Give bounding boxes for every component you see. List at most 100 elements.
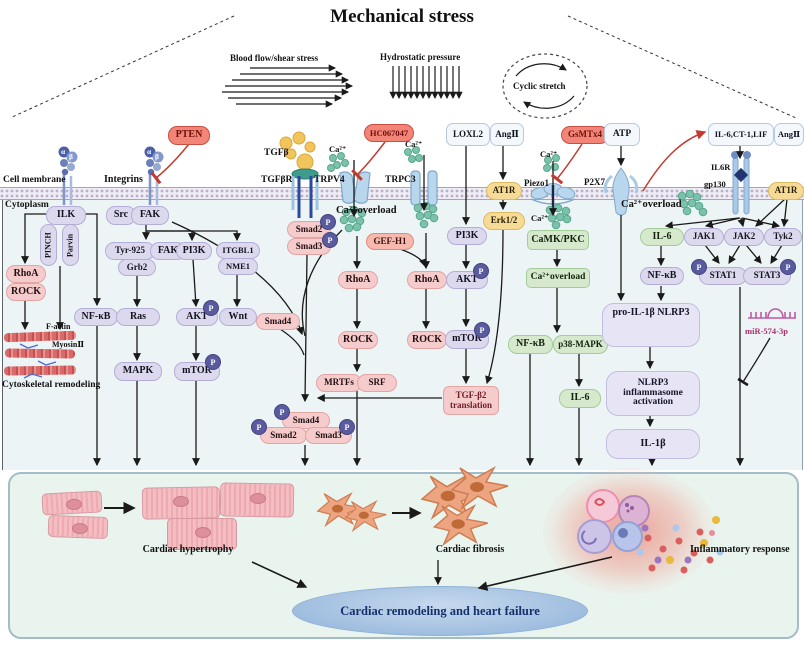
node-rhoa-trpv4: RhoA — [338, 271, 378, 289]
inflammatory-response-label: Inflammatory response — [690, 544, 790, 555]
integrin-alpha-label: α — [61, 147, 66, 156]
remodeling-outcome-ellipse: Cardiac remodeling and heart failure — [292, 586, 588, 636]
cell-nucleus — [249, 492, 266, 505]
node-tyk2: Tyk2 — [764, 228, 802, 246]
node-angii-right: AngⅡ — [774, 123, 804, 146]
node-srf: SRF — [357, 374, 397, 392]
cardiomyocyte-small — [41, 490, 103, 516]
phospho-badge: P — [322, 232, 338, 248]
cardiac-fibrosis-label: Cardiac fibrosis — [435, 544, 505, 555]
hydrostatic-arrows — [389, 66, 463, 100]
node-p38-mapk: p38-MAPK — [553, 335, 608, 354]
node-erk12: Erk1/2 — [483, 212, 525, 230]
tgfbr-label: TGFβR — [261, 175, 293, 185]
node-rhoa-trpc3: RhoA — [407, 271, 447, 289]
cytoskeletal-remodeling-label: Cytoskeletal remodeling — [2, 380, 101, 390]
mir-574-3p-label: miR-574-3p — [745, 326, 788, 336]
cell-membrane-bilayer — [0, 187, 804, 200]
node-camk-pkc: CaMK/PKC — [527, 230, 589, 250]
node-stat1: STAT1 — [699, 267, 747, 285]
node-stat3: STAT3 — [743, 267, 791, 285]
tgfb2-line2: translation — [449, 399, 492, 410]
tgfb-label: TGFβ — [264, 148, 289, 158]
myosin-label: MyosinⅡ — [52, 340, 85, 349]
nlrp3-line1: NLRP3 — [637, 377, 669, 388]
node-gsmtx4: GsMTx4 — [561, 126, 609, 144]
node-nfkb-left: NF-κB — [74, 308, 118, 326]
node-pten: PTEN — [168, 126, 210, 145]
integrin-beta-label: β — [69, 152, 73, 161]
phospho-badge: P — [274, 404, 290, 420]
node-tgfb2-translation: TGF-β2 translation — [443, 386, 499, 415]
cell-nucleus — [71, 522, 89, 534]
phospho-badge: P — [203, 300, 219, 316]
node-jak2: JAK2 — [724, 228, 764, 246]
integrin-alpha-label: α — [147, 147, 152, 156]
node-ilk: ILK — [46, 206, 86, 225]
actin-filament — [3, 365, 77, 376]
node-nlrp3-activation: NLRP3 inflammasome activation — [606, 371, 700, 416]
phospho-badge: P — [251, 419, 267, 435]
node-pro-il1b-nlrp3: pro-IL-1β NLRP3 — [602, 303, 700, 347]
node-gef-h1: GEF-H1 — [366, 233, 414, 250]
piezo1-label: Piezo1 — [524, 178, 549, 188]
trpc3-label: TRPC3 — [385, 175, 416, 185]
phospho-badge: P — [205, 354, 221, 370]
il6r-label: IL6R — [711, 162, 731, 172]
node-smad2-complex: Smad2 — [260, 427, 307, 444]
node-wnt: Wnt — [219, 308, 257, 326]
node-loxl2: LOXL2 — [446, 123, 490, 146]
integrin-beta-label: β — [155, 152, 159, 161]
cell-nucleus — [173, 496, 190, 508]
ca2-label: Ca²⁺ — [329, 144, 347, 154]
node-grb2: Grb2 — [118, 259, 156, 276]
node-rock-trpv4: ROCK — [338, 331, 378, 349]
p2x7-label: P2X7 — [584, 177, 605, 187]
phospho-badge: P — [473, 263, 489, 279]
ca-overload-label: Ca²⁺overload — [336, 205, 397, 216]
remodeling-label: Cardiac remodeling and heart failure — [340, 603, 540, 618]
cardiomyocyte-small — [47, 514, 109, 540]
ca2-label: Ca²⁺ — [540, 149, 558, 159]
node-ras: Ras — [116, 308, 160, 326]
gp130-label: gp130 — [704, 179, 726, 189]
pro-il1b-label: pro-IL-1β NLRP3 — [612, 307, 690, 318]
blood-flow-arrows — [222, 64, 354, 108]
node-at1r: AT1R — [486, 182, 522, 200]
node-rock-trpc3: ROCK — [407, 331, 447, 349]
node-at1r-right: AT1R — [768, 182, 804, 200]
phospho-badge: P — [339, 419, 355, 435]
integrins-label: Integrins — [104, 174, 143, 185]
node-smad4: Smad4 — [256, 313, 300, 330]
cell-nucleus — [195, 527, 212, 539]
phospho-badge: P — [691, 259, 707, 275]
phospho-badge: P — [320, 214, 336, 230]
node-jak1: JAK1 — [684, 228, 724, 246]
node-nfkb-right: NF-κB — [640, 267, 684, 285]
immune-cell — [586, 489, 620, 523]
actin-filament — [4, 348, 76, 359]
f-actin-label: F-actin — [46, 322, 71, 331]
node-itgbl1: ITGBL1 — [216, 242, 260, 259]
immune-cell — [577, 519, 612, 554]
node-il6-ct1-lif: IL-6,CT-1,LIF — [708, 123, 774, 146]
hydrostatic-label: Hydrostatic pressure — [380, 52, 461, 62]
cardiomyocyte-large — [219, 482, 295, 518]
cardiac-hypertrophy-label: Cardiac hypertrophy — [142, 544, 234, 555]
node-angii-at1r: AngⅡ — [490, 123, 524, 146]
immune-cell — [612, 521, 643, 552]
cyclic-stretch-label: Cyclic stretch — [513, 81, 566, 91]
cardiomyocyte-large — [141, 486, 221, 520]
node-fak: FAK — [131, 206, 169, 225]
node-smad4-complex: Smad4 — [282, 412, 330, 429]
phospho-badge: P — [780, 259, 796, 275]
node-mrtfs: MRTFs — [316, 374, 362, 392]
node-ca-overload-piezo: Ca²⁺overload — [526, 268, 590, 288]
node-tyr925: Tyr-925 — [105, 242, 155, 260]
node-hc067047: HC067047 — [364, 124, 414, 142]
blood-flow-label: Blood flow/shear stress — [230, 53, 319, 63]
node-pinch: PINCH — [40, 224, 57, 266]
node-il6-right: IL-6 — [640, 228, 684, 246]
node-parvin: Parvin — [62, 224, 79, 266]
